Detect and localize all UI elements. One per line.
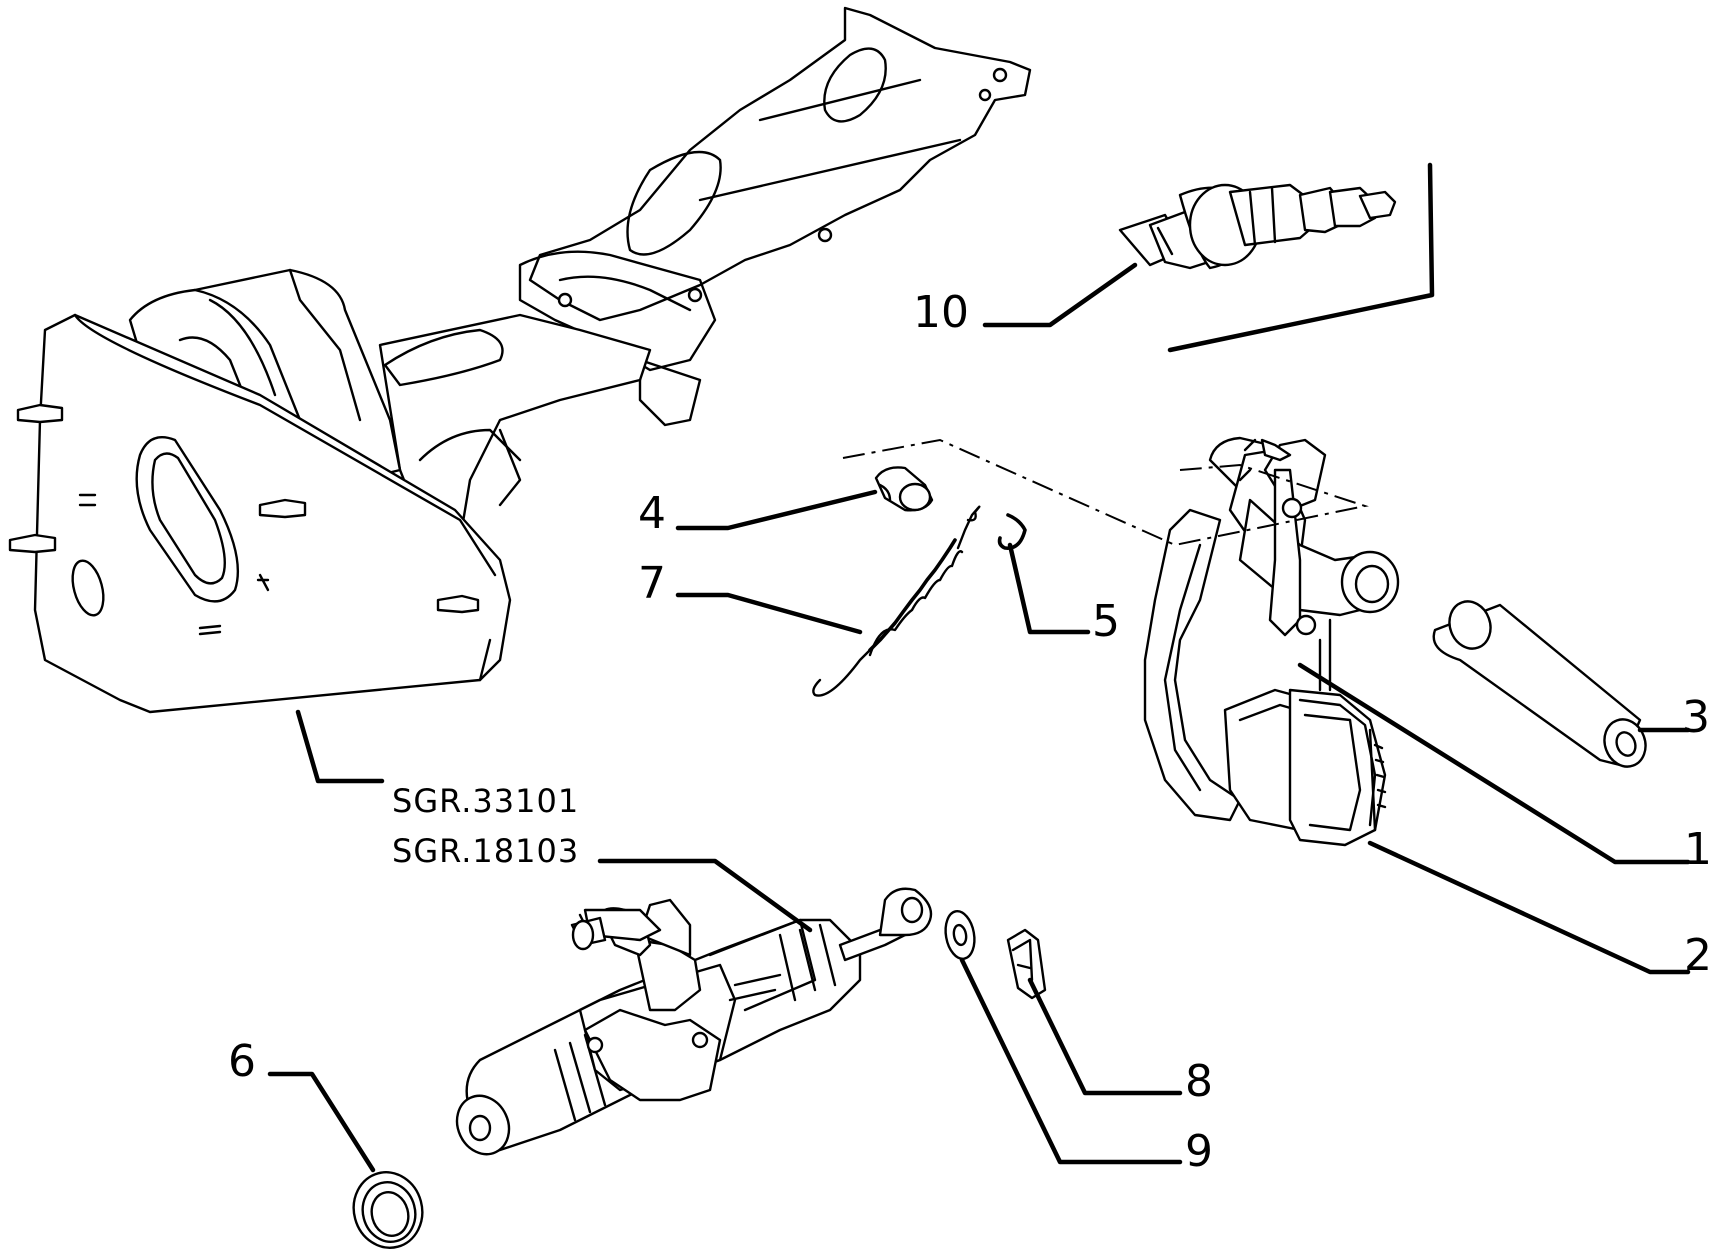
reference-sgr-33101: SGR.33101 (392, 782, 579, 820)
clip-part-8 (1006, 928, 1047, 1000)
seal-ring-part-6 (352, 1171, 424, 1249)
clip-part-5 (997, 513, 1027, 550)
leader-10 (982, 262, 1138, 328)
label-7: 7 (638, 558, 666, 609)
label-2: 2 (1684, 930, 1711, 981)
label-1: 1 (1684, 824, 1711, 875)
bushing-part-4 (874, 466, 934, 512)
label-9: 9 (1185, 1126, 1213, 1177)
pedal-box-assembly (8, 6, 1032, 714)
label-8: 8 (1185, 1056, 1213, 1107)
leader-4 (675, 489, 878, 531)
assembly-centerline (842, 438, 1369, 547)
callout-labels: 10 4 7 5 3 1 2 6 8 9 SGR.33101 SGR.18103 (228, 287, 1711, 1177)
leader-ref-b (597, 858, 813, 933)
leader-ref-a (295, 709, 385, 784)
spring-part-7 (812, 505, 981, 697)
group-bracket-10 (1167, 162, 1435, 353)
tube-part-3 (1432, 600, 1647, 768)
washer-part-9 (944, 910, 976, 960)
label-6: 6 (228, 1036, 256, 1087)
master-cylinder (455, 887, 933, 1156)
leader-8 (1027, 977, 1183, 1096)
leader-7 (675, 592, 863, 635)
label-5: 5 (1092, 596, 1120, 647)
leader-5 (1007, 542, 1091, 635)
leader-6 (267, 1071, 376, 1173)
label-10: 10 (913, 287, 969, 338)
pedal-assembly (1143, 436, 1400, 847)
label-4: 4 (638, 488, 666, 539)
reference-sgr-18103: SGR.18103 (392, 832, 579, 870)
leader-2 (1367, 840, 1691, 975)
label-3: 3 (1682, 692, 1710, 743)
leader-lines (267, 162, 1691, 1173)
leader-1 (1297, 662, 1691, 865)
leader-9 (959, 957, 1183, 1165)
switch-part-10 (1118, 183, 1397, 270)
